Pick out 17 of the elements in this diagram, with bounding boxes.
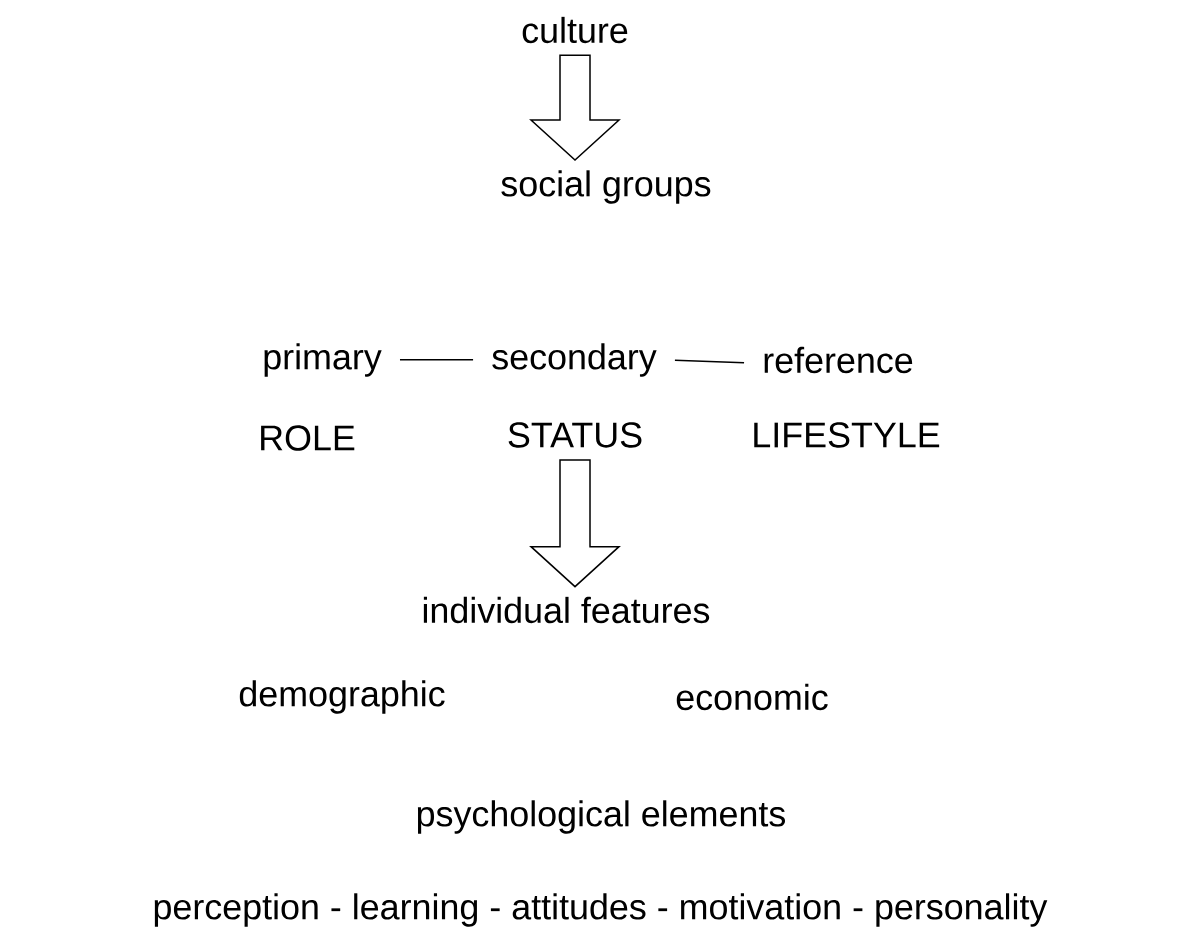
text-label: perception - learning - attitudes - motivation - personality bbox=[154, 893, 1048, 927]
text-label: economic bbox=[676, 683, 828, 711]
text-label: social groups bbox=[501, 170, 711, 204]
text-label: reference bbox=[764, 346, 913, 374]
block-arrow bbox=[529, 459, 621, 588]
connector-line bbox=[399, 359, 474, 361]
text-label: culture bbox=[522, 16, 628, 44]
block-arrow bbox=[529, 54, 621, 162]
text-label: secondary bbox=[492, 343, 657, 377]
text-label: STATUS bbox=[508, 422, 642, 448]
text-label: LIFESTYLE bbox=[754, 422, 940, 448]
text-label: demographic bbox=[239, 680, 445, 714]
connector-line bbox=[674, 359, 745, 364]
text-label: ROLE bbox=[261, 425, 355, 451]
text-label: primary bbox=[264, 343, 382, 377]
text-label: individual features bbox=[423, 596, 710, 624]
text-label: psychological elements bbox=[417, 800, 785, 834]
